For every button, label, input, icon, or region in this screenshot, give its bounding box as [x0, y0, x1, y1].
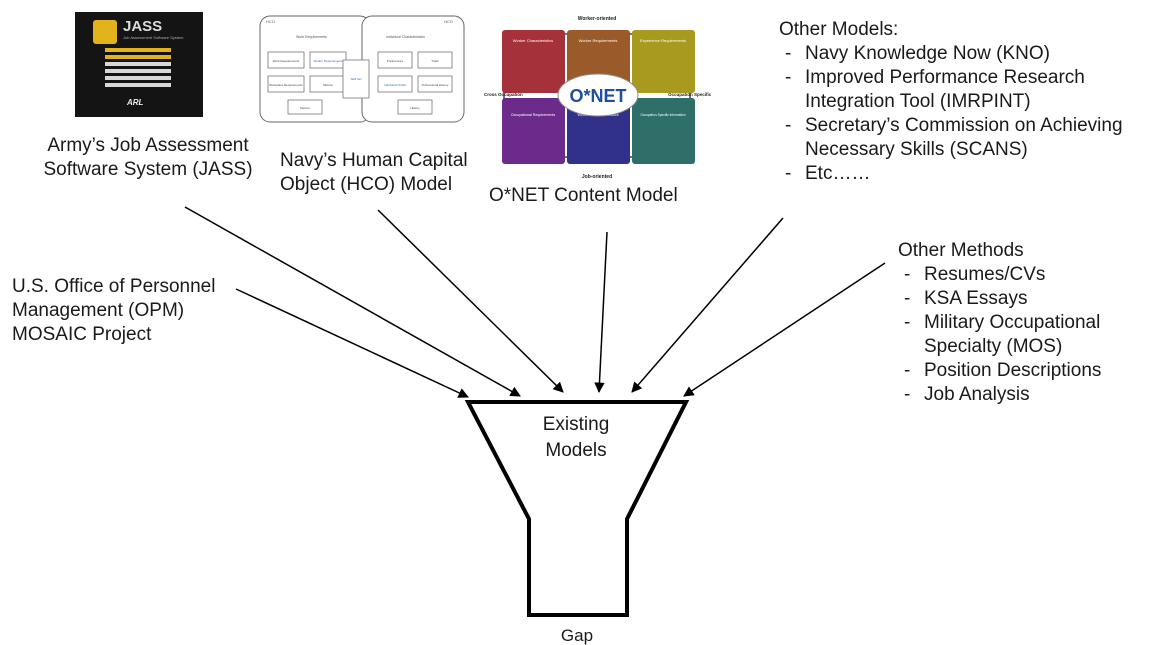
onet-tile-title: Worker Requirements [579, 38, 618, 43]
arrow-other-methods [683, 262, 886, 397]
opm-label-line: MOSAIC Project [12, 324, 152, 345]
jass-label-line: Army’s Job Assessment [47, 135, 249, 156]
other-models-heading: Other Models: [779, 19, 899, 40]
onet-tile-title: Occupational Requirements [511, 113, 556, 117]
list-item: Resumes/CVs [898, 263, 1101, 287]
onet-logo-oval [557, 73, 639, 117]
hco-left-tag: HCO [266, 19, 275, 24]
hco-label-line: Object (HCO) Model [280, 174, 453, 195]
jass-subtitle: Job Assessment Software System [123, 35, 184, 40]
list-item: Improved Performance ResearchIntegration… [779, 66, 1123, 114]
onet-tile-title: Occupation-Specific Information [640, 113, 685, 117]
gap-label: Gap [561, 626, 593, 645]
jass-label: Army’s Job Assessment Software System (J… [28, 134, 268, 182]
arrow-onet [594, 231, 608, 394]
onet-bottom-label: Job-oriented [582, 174, 612, 180]
hco-center-box: Skill Set [351, 77, 362, 81]
onet-label: O*NET Content Model [489, 185, 678, 206]
other-models-list: Navy Knowledge Now (KNO) Improved Perfor… [779, 42, 1123, 186]
hco-thumbnail: HCO HCO Work Requirements Individual Cha… [259, 15, 465, 123]
funnel-label-line: Models [545, 440, 606, 461]
onet-tile-title: Worker Characteristics [513, 38, 553, 43]
onet-thumbnail: Worker-oriented Job-oriented Cross Occup… [484, 16, 712, 180]
hco-box-label: Preferences [387, 59, 404, 63]
opm-label: U.S. Office of Personnel Management (OPM… [12, 275, 215, 347]
list-item: Navy Knowledge Now (KNO) [779, 42, 1123, 66]
list-item: Etc…… [779, 162, 1123, 186]
arrow-opm [235, 288, 469, 398]
hco-label: Navy’s Human Capital Object (HCO) Model [280, 149, 468, 197]
funnel [464, 400, 690, 617]
jass-menu-item [105, 48, 171, 52]
jass-menu-item [105, 55, 171, 59]
onet-logo: O*NET [569, 86, 626, 106]
hco-box-label: Workplace Requirements [269, 83, 303, 87]
hco-right-header: Individual Characteristics [386, 35, 425, 39]
hco-label-line: Navy’s Human Capital [280, 150, 468, 171]
list-item: Job Analysis [898, 383, 1101, 407]
arrow-other-models [631, 217, 784, 393]
onet-tile-title: Experience Requirements [640, 38, 686, 43]
hco-box-label: History [410, 106, 420, 110]
jass-menu [105, 48, 171, 87]
other-methods-list: Resumes/CVs KSA Essays Military Occupati… [898, 263, 1101, 407]
jass-logo-badge [93, 20, 117, 44]
hco-box-label: Worker Requirements [313, 59, 343, 63]
jass-menu-item [105, 83, 171, 87]
opm-label-line: Management (OPM) [12, 300, 185, 321]
jass-menu-item [105, 69, 171, 73]
list-item: KSA Essays [898, 287, 1101, 311]
opm-label-line: U.S. Office of Personnel [12, 276, 216, 297]
other-models: Other Models: Navy Knowledge Now (KNO) I… [779, 18, 1123, 186]
list-item: Secretary’s Commission on AchievingNeces… [779, 114, 1123, 162]
onet-top-label: Worker-oriented [578, 16, 617, 22]
hco-box-label: Metrics [300, 106, 310, 110]
hco-box-label: Metrics [323, 83, 333, 87]
list-item: Position Descriptions [898, 359, 1101, 383]
hco-box-label: Individual Profile [384, 83, 406, 87]
jass-menu-item [105, 76, 171, 80]
jass-thumbnail: JASS Job Assessment Software System ARL [75, 12, 203, 117]
hco-box-label: Traits [431, 59, 439, 63]
hco-box-label: Professional History [422, 83, 449, 87]
jass-menu-item [105, 62, 171, 66]
other-methods: Other Methods Resumes/CVs KSA Essays Mil… [898, 239, 1101, 407]
hco-right-tag: HCO [444, 19, 453, 24]
arrow-jass [184, 206, 521, 397]
hco-box-label: Work Requirements [273, 59, 300, 63]
arrow-hco [377, 209, 564, 393]
jass-label-line: Software System (JASS) [43, 159, 253, 180]
funnel-label-line: Existing [543, 414, 610, 435]
other-methods-heading: Other Methods [898, 240, 1024, 261]
hco-left-header: Work Requirements [296, 35, 327, 39]
jass-footer-logo: ARL [127, 98, 144, 107]
jass-title: JASS [123, 18, 163, 35]
